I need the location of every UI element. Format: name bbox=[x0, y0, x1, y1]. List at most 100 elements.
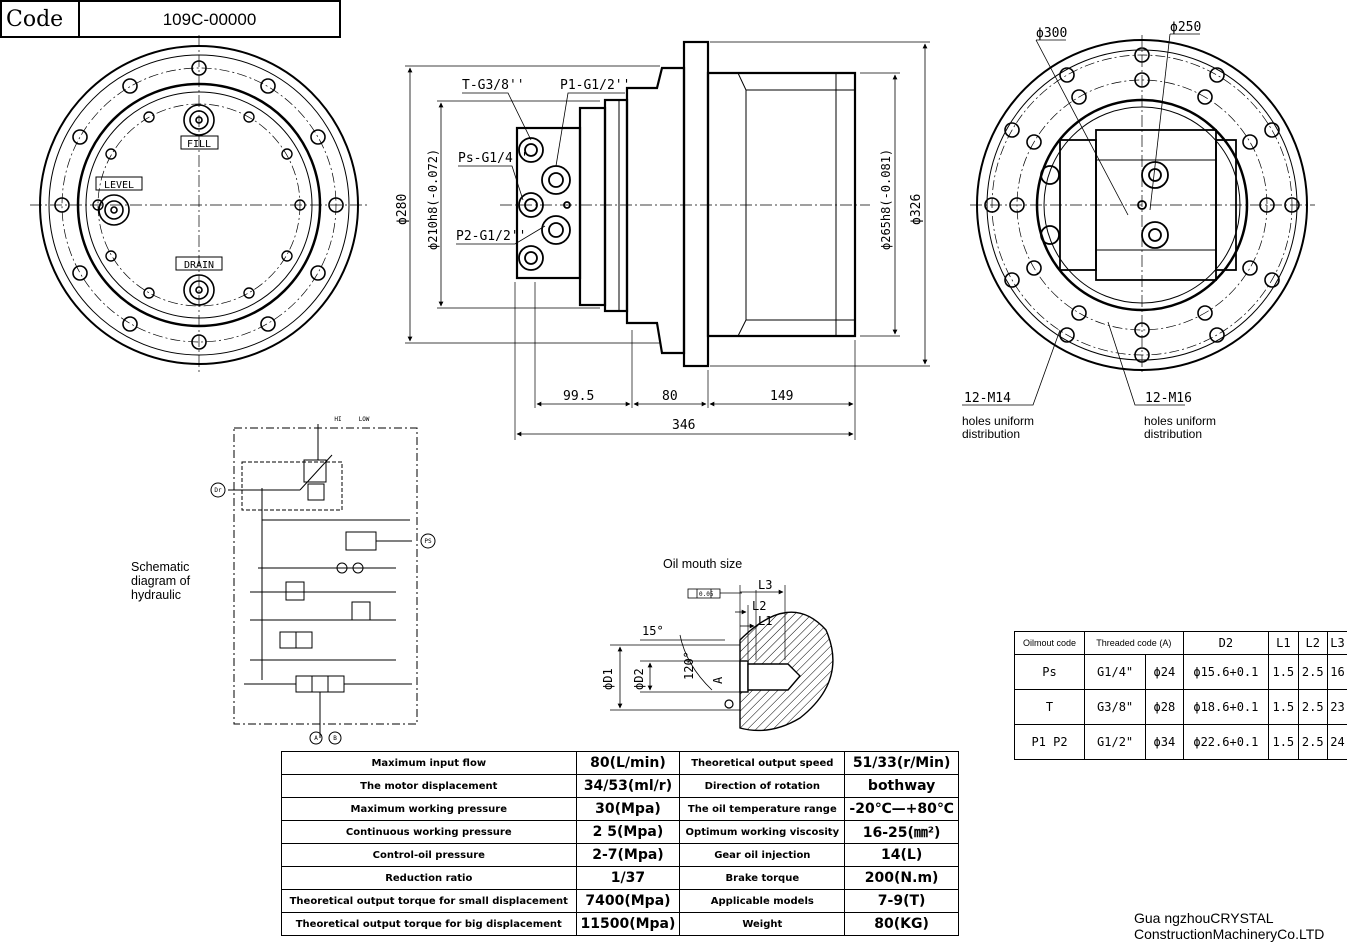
oil-mouth-labels: 15° 120° ϕD1 ϕD2 A L3 L2 L1 0.05 bbox=[601, 578, 772, 690]
oil-header-l3: L3 bbox=[1326, 631, 1347, 655]
front-view bbox=[30, 35, 368, 375]
side-view bbox=[405, 40, 930, 440]
code-box: Code 109C-00000 bbox=[0, 0, 341, 38]
spec-row: Theoretical output torque for big displa… bbox=[281, 912, 959, 936]
label-l1: L1 bbox=[758, 614, 772, 628]
rear-outer-bolt-holes bbox=[984, 47, 1300, 363]
rear-view-labels: ϕ300 ϕ250 12-M14 12-M16 bbox=[964, 20, 1201, 406]
dim-d326: ϕ326 bbox=[909, 194, 924, 225]
port-ps-label: Ps-G1/4'' bbox=[458, 151, 528, 166]
oil-mouth-detail bbox=[610, 585, 834, 732]
port-p2-label: P2-G1/2'' bbox=[456, 229, 526, 244]
dim-149: 149 bbox=[770, 389, 793, 404]
rear-inner-bolt-holes bbox=[1009, 72, 1275, 338]
label-l3: L3 bbox=[758, 578, 772, 592]
front-outer-bolt-holes bbox=[54, 60, 344, 350]
side-ports bbox=[518, 137, 571, 271]
schematic-hi: HI bbox=[334, 416, 342, 423]
rear-valve-block bbox=[1040, 129, 1237, 281]
holes-left-spec: 12-M14 bbox=[964, 391, 1011, 406]
schematic-dr: Dr bbox=[214, 487, 222, 494]
dim-d250: ϕ250 bbox=[1170, 20, 1201, 35]
oil-table-cell: 1.5 bbox=[1268, 654, 1299, 690]
schematic-labels: HI LOW Dr PS A B bbox=[214, 416, 432, 742]
oil-table-cell: T bbox=[1013, 689, 1086, 725]
oil-header-l1: L1 bbox=[1268, 631, 1299, 655]
oil-table-cell: ϕ28 bbox=[1145, 689, 1184, 725]
dim-346: 346 bbox=[672, 418, 695, 433]
oil-table-cell: ϕ34 bbox=[1145, 724, 1184, 760]
oil-table-header: Oilmout code Threaded code (A) D2 L1 L2 … bbox=[1013, 631, 1347, 655]
oil-table-cell: 23 bbox=[1326, 689, 1347, 725]
schematic-a: A bbox=[314, 735, 318, 742]
oil-header-threaded: Threaded code (A) bbox=[1084, 631, 1184, 655]
company-name: Gua ngzhouCRYSTAL ConstructionMachineryC… bbox=[1134, 910, 1325, 942]
oil-table-cell: P1 P2 bbox=[1013, 724, 1086, 760]
dim-d280: ϕ280 bbox=[395, 194, 410, 225]
dim-d210: ϕ210h8(-0.072) bbox=[426, 149, 440, 250]
oil-table-cell: Ps bbox=[1013, 654, 1086, 690]
oil-header-d2: D2 bbox=[1182, 631, 1270, 655]
dim-80: 80 bbox=[662, 389, 678, 404]
angle-15: 15° bbox=[642, 624, 664, 638]
oil-table-cell: G3/8" bbox=[1084, 689, 1147, 725]
port-p1-label: P1-G1/2'' bbox=[560, 78, 630, 93]
dim-99-5: 99.5 bbox=[563, 389, 594, 404]
port-t-label: T-G3/8'' bbox=[462, 78, 525, 93]
oil-table-cell: 2.5 bbox=[1297, 689, 1328, 725]
schematic-low: LOW bbox=[359, 416, 370, 423]
front-inner-bolt-holes bbox=[92, 111, 306, 299]
tolerance-label: 0.05 bbox=[699, 591, 714, 598]
label-l2: L2 bbox=[752, 599, 766, 613]
oil-table-cell: ϕ18.6+0.1 bbox=[1182, 689, 1270, 725]
level-plug bbox=[98, 194, 130, 226]
holes-right-spec: 12-M16 bbox=[1145, 391, 1192, 406]
fill-label: FILL bbox=[187, 139, 211, 150]
schematic-b: B bbox=[333, 735, 337, 742]
oil-table-cell: 1.5 bbox=[1268, 724, 1299, 760]
holes-right-note: holes uniform distribution bbox=[1144, 414, 1217, 441]
schematic-ps: PS bbox=[424, 538, 432, 545]
oil-table-cell: 1.5 bbox=[1268, 689, 1299, 725]
schematic-caption: Schematic diagram of hydraulic bbox=[131, 560, 191, 602]
code-value: 109C-00000 bbox=[162, 10, 257, 29]
oil-table-cell: G1/2" bbox=[1084, 724, 1147, 760]
oil-table-cell: ϕ24 bbox=[1145, 654, 1184, 690]
oil-header-l2: L2 bbox=[1297, 631, 1328, 655]
fill-plug bbox=[183, 104, 215, 136]
angle-120: 120° bbox=[682, 651, 696, 680]
label-d2: ϕD2 bbox=[632, 668, 646, 690]
oil-table-cell: ϕ22.6+0.1 bbox=[1182, 724, 1270, 760]
drain-plug bbox=[183, 274, 215, 306]
dim-d300: ϕ300 bbox=[1036, 26, 1067, 41]
oil-table-cell: 16 bbox=[1326, 654, 1347, 690]
label-d1: ϕD1 bbox=[601, 668, 615, 690]
side-view-labels: T-G3/8'' P1-G1/2'' Ps-G1/4'' P2-G1/2'' 9… bbox=[395, 78, 924, 433]
oil-mouth-title: Oil mouth size bbox=[663, 557, 743, 571]
oil-table-cell: ϕ15.6+0.1 bbox=[1182, 654, 1270, 690]
drain-label: DRAIN bbox=[184, 260, 214, 271]
spec-row: Theoretical output torque for small disp… bbox=[281, 889, 959, 913]
oil-table-cell: 2.5 bbox=[1297, 654, 1328, 690]
rear-view bbox=[962, 33, 1315, 406]
oil-table-cell: 2.5 bbox=[1297, 724, 1328, 760]
oil-mouth-table: Oilmout code Threaded code (A) D2 L1 L2 … bbox=[1013, 631, 1347, 760]
holes-left-note: holes uniform distribution bbox=[962, 414, 1035, 441]
code-label: Code bbox=[2, 2, 80, 36]
oil-header-code: Oilmout code bbox=[1013, 631, 1086, 655]
oil-table-cell: G1/4" bbox=[1084, 654, 1147, 690]
label-a: A bbox=[711, 676, 725, 684]
oil-table-cell: 24 bbox=[1326, 724, 1347, 760]
level-label: LEVEL bbox=[104, 180, 134, 191]
